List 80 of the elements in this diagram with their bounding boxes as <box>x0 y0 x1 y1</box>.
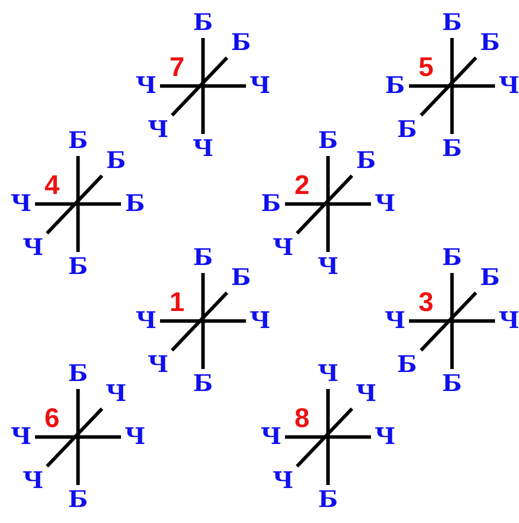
letter: Б <box>67 487 89 513</box>
number-label: 5 <box>417 53 435 81</box>
letter: Ч <box>10 424 32 450</box>
number-label: 4 <box>43 171 61 199</box>
letter: Б <box>479 30 501 56</box>
letter: Б <box>384 73 406 99</box>
letter: Б <box>260 191 282 217</box>
number-label: 2 <box>293 171 311 199</box>
line <box>170 291 228 352</box>
letter: Б <box>67 361 89 387</box>
number-label: 7 <box>168 53 186 81</box>
line <box>326 156 330 252</box>
line <box>296 407 354 468</box>
line <box>76 389 80 485</box>
line <box>46 174 104 235</box>
letter: Б <box>192 245 214 271</box>
letter: Ч <box>355 381 377 407</box>
letter: Ч <box>272 235 294 261</box>
number-label: 6 <box>43 404 61 432</box>
letter: Б <box>230 30 252 56</box>
letter: Ч <box>135 308 157 334</box>
line <box>285 202 371 206</box>
letter: Ч <box>384 308 406 334</box>
line <box>409 84 495 88</box>
letter: Ч <box>147 352 169 378</box>
letter: Ч <box>22 235 44 261</box>
letter: Ч <box>105 381 127 407</box>
line <box>170 56 228 117</box>
line <box>450 273 454 369</box>
letter: Б <box>192 371 214 397</box>
letter: Ч <box>498 73 519 99</box>
letter: Б <box>67 254 89 280</box>
letter: Б <box>441 371 463 397</box>
letter: Ч <box>147 117 169 143</box>
line <box>46 407 104 468</box>
letter: Ч <box>22 468 44 494</box>
letter: Ч <box>374 424 396 450</box>
letter: Ч <box>10 191 32 217</box>
letter: Ч <box>124 424 146 450</box>
letter: Б <box>441 136 463 162</box>
letter: Б <box>230 265 252 291</box>
line <box>285 435 371 439</box>
line <box>420 56 478 117</box>
letter: Ч <box>260 424 282 450</box>
letter: Ч <box>317 361 339 387</box>
letter: Б <box>396 117 418 143</box>
number-label: 8 <box>293 404 311 432</box>
letter: Ч <box>192 136 214 162</box>
letter: Б <box>192 10 214 36</box>
line <box>35 202 121 206</box>
letter: Ч <box>135 73 157 99</box>
letter: Б <box>396 352 418 378</box>
letter: Ч <box>498 308 519 334</box>
line <box>35 435 121 439</box>
line <box>326 389 330 485</box>
number-label: 1 <box>168 288 186 316</box>
letter: Б <box>105 148 127 174</box>
letter: Б <box>355 148 377 174</box>
number-label: 3 <box>417 288 435 316</box>
letter: Ч <box>249 73 271 99</box>
line <box>409 319 495 323</box>
letter: Ч <box>317 254 339 280</box>
line <box>296 174 354 235</box>
letter: Б <box>479 265 501 291</box>
letter: Б <box>441 10 463 36</box>
letter: Б <box>67 128 89 154</box>
letter: Б <box>317 128 339 154</box>
letter: Ч <box>374 191 396 217</box>
letter: Б <box>317 487 339 513</box>
line <box>201 38 205 134</box>
letter: Б <box>124 191 146 217</box>
letter: Ч <box>249 308 271 334</box>
letter: Ч <box>272 468 294 494</box>
line <box>450 38 454 134</box>
line <box>201 273 205 369</box>
line <box>160 84 246 88</box>
line <box>420 291 478 352</box>
letter: Б <box>441 245 463 271</box>
line <box>76 156 80 252</box>
line <box>160 319 246 323</box>
